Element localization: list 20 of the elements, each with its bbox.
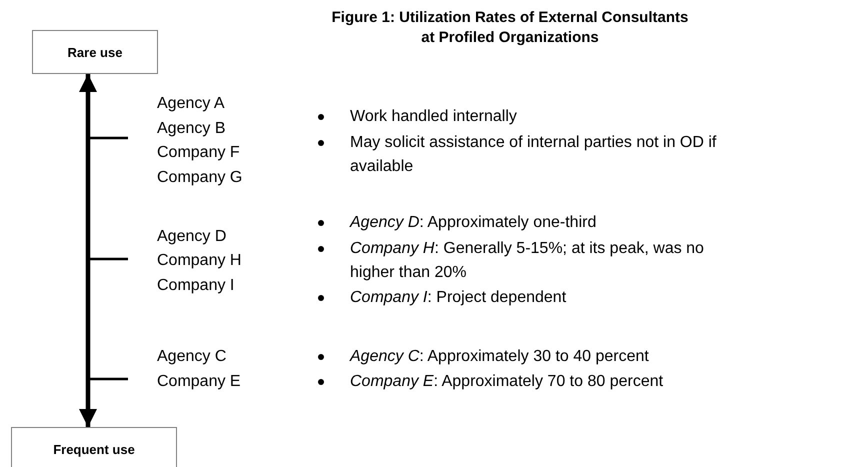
double-arrow bbox=[79, 74, 97, 427]
organization-name: Agency C bbox=[157, 347, 226, 367]
bullet-text: Agency C: Approximately 30 to 40 percent bbox=[350, 347, 650, 367]
bullet-text: Work handled internally bbox=[350, 107, 518, 127]
scale-end-box: Rare use bbox=[32, 30, 158, 74]
scale-end-box: Frequent use bbox=[11, 427, 177, 467]
bullet-text: Company H: Generally 5-15%; at its peak, was no higher than 20% bbox=[350, 239, 705, 283]
figure-title: Figure 1: Utilization Rates of External Consultants at Profiled Organizations bbox=[330, 8, 690, 48]
organization-name: Company F bbox=[157, 143, 240, 163]
bullet-text: May solicit assistance of internal parties not in OD if available bbox=[350, 133, 718, 177]
organization-name: Agency D bbox=[157, 227, 226, 247]
bullet-text: Company I: Project dependent bbox=[350, 288, 568, 308]
bullet-text: Company E: Approximately 70 to 80 percent bbox=[350, 372, 664, 392]
bullet-text: Agency D: Approximately one-third bbox=[350, 213, 598, 233]
organization-name: Company I bbox=[157, 276, 234, 296]
organization-name: Company G bbox=[157, 168, 242, 188]
organization-name: Agency B bbox=[157, 119, 226, 139]
organization-name: Company E bbox=[157, 372, 241, 392]
organization-name: Company H bbox=[157, 251, 242, 271]
organization-name: Agency A bbox=[157, 94, 225, 114]
